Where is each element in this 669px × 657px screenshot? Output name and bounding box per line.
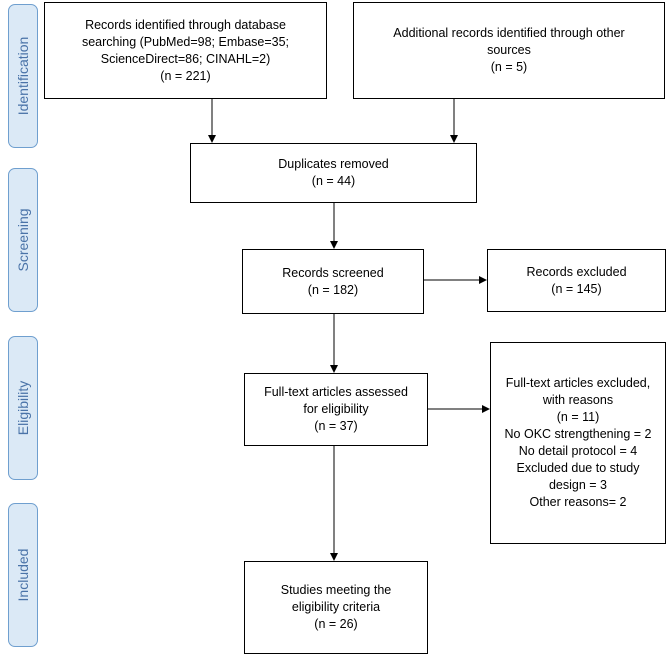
box-line: (n = 11) (556, 410, 600, 424)
stage-eligibility: Eligibility (8, 336, 38, 480)
box-line: Full-text articles excluded, (505, 376, 651, 390)
box-line: with reasons (542, 393, 614, 407)
box-line: eligibility criteria (291, 600, 381, 614)
box-studies-included: Studies meeting the eligibility criteria… (244, 561, 428, 654)
box-line: (n = 5) (490, 60, 528, 74)
box-fulltext-excluded: Full-text articles excluded, with reason… (490, 342, 666, 544)
stage-label-eligibility: Eligibility (15, 380, 31, 436)
box-line: Additional records identified through ot… (393, 26, 625, 40)
box-line: searching (PubMed=98; Embase=35; (81, 34, 290, 49)
box-records-excluded: Records excluded (n = 145) (487, 249, 666, 312)
stage-included: Included (8, 503, 38, 647)
box-line: (n = 26) (314, 617, 358, 631)
box-line: Records screened (282, 265, 384, 280)
box-line: (n = 221) (160, 68, 211, 83)
box-line: No detail protocol = 4 (518, 444, 638, 458)
box-line: Duplicates removed (278, 157, 389, 171)
stage-label-identification: Identification (15, 36, 31, 116)
stage-label-screening: Screening (15, 208, 31, 272)
box-line: Full-text articles assessed (264, 385, 408, 399)
box-line: Other reasons= 2 (529, 495, 627, 509)
box-line: (n = 182) (307, 282, 359, 297)
box-records-screened: Records screened (n = 182) (242, 249, 424, 314)
box-line: ScienceDirect=86; CINAHL=2) (100, 51, 271, 66)
box-line: (n = 37) (314, 419, 358, 433)
box-database-records: Records identified through database sear… (44, 2, 327, 99)
box-other-records: Additional records identified through ot… (353, 2, 665, 99)
box-duplicates-removed: Duplicates removed (n = 44) (190, 143, 477, 203)
box-line: for eligibility (303, 402, 369, 416)
stage-screening: Screening (8, 168, 38, 312)
box-line: Records excluded (526, 264, 627, 279)
box-line: Excluded due to study (516, 461, 640, 475)
stage-label-included: Included (15, 548, 31, 602)
box-line: sources (487, 43, 531, 57)
box-line: Records identified through database (85, 17, 286, 32)
stage-identification: Identification (8, 4, 38, 148)
box-fulltext-assessed: Full-text articles assessed for eligibil… (244, 373, 428, 446)
box-line: (n = 44) (311, 174, 356, 188)
box-line: Studies meeting the (280, 583, 392, 597)
box-line: design = 3 (548, 478, 608, 492)
box-line: No OKC strengthening = 2 (504, 427, 652, 441)
box-line: (n = 145) (551, 281, 602, 296)
